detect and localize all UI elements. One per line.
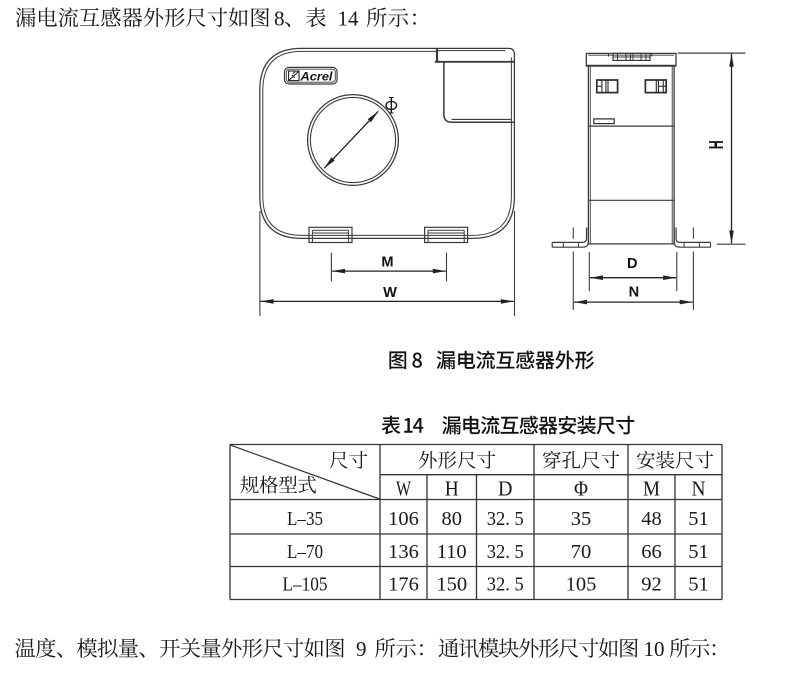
svg-text:105: 105 [566, 574, 597, 596]
svg-text:70: 70 [571, 541, 592, 563]
svg-text:66: 66 [641, 541, 662, 563]
svg-text:W: W [396, 477, 411, 501]
svg-text:32. 5: 32. 5 [487, 574, 524, 596]
svg-text:Φ: Φ [574, 477, 588, 501]
svg-text:L–105: L–105 [283, 574, 328, 596]
svg-text:80: 80 [441, 508, 462, 530]
svg-text:N: N [692, 477, 706, 501]
svg-text:51: 51 [688, 541, 709, 563]
svg-text:10: 10 [644, 637, 665, 661]
svg-text:32. 5: 32. 5 [487, 541, 524, 563]
svg-text:51: 51 [688, 574, 709, 596]
svg-text:H: H [705, 140, 728, 149]
svg-text:9: 9 [356, 637, 367, 661]
svg-text:L–35: L–35 [287, 508, 323, 530]
svg-text:D: D [498, 477, 513, 501]
svg-text:51: 51 [688, 508, 709, 530]
svg-text:Acrel: Acrel [299, 72, 333, 84]
svg-text:W: W [383, 285, 397, 301]
svg-text:8: 8 [274, 6, 285, 30]
svg-text:D: D [627, 256, 638, 272]
svg-text:92: 92 [641, 574, 662, 596]
svg-text:H: H [445, 477, 459, 501]
svg-text:150: 150 [436, 574, 467, 596]
svg-text:110: 110 [437, 541, 467, 563]
svg-text:35: 35 [571, 508, 592, 530]
svg-text:176: 176 [388, 574, 419, 596]
svg-text:136: 136 [388, 541, 419, 563]
svg-text:14: 14 [338, 6, 360, 30]
svg-text:32. 5: 32. 5 [487, 508, 524, 530]
svg-text:N: N [629, 284, 640, 300]
svg-text:M: M [643, 477, 660, 501]
svg-text:L–70: L–70 [287, 541, 323, 563]
svg-text:106: 106 [388, 508, 419, 530]
svg-text:M: M [381, 255, 393, 271]
svg-text:48: 48 [641, 508, 662, 530]
